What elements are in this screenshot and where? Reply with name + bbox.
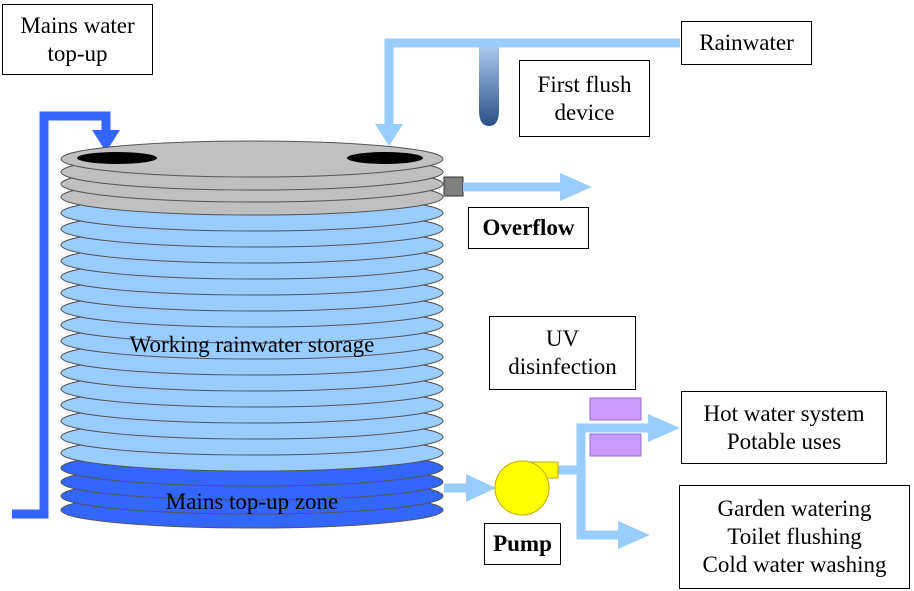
mains-inlet-hole bbox=[77, 152, 157, 164]
tank-rings bbox=[60, 153, 444, 529]
label-uv-disinfection: UV disinfection bbox=[489, 316, 636, 390]
label-overflow: Overflow bbox=[468, 207, 589, 249]
overflow-arrow bbox=[463, 173, 592, 201]
label-pump: Pump bbox=[484, 523, 561, 565]
tank-to-pump-arrow bbox=[444, 474, 496, 502]
distribution-pipes bbox=[556, 414, 680, 549]
pump bbox=[494, 460, 559, 516]
uv-unit bbox=[589, 397, 642, 457]
label-non-potable-uses: Garden watering Toilet flushing Cold wat… bbox=[679, 485, 910, 589]
tank-topup-zone-label: Mains top-up zone bbox=[165, 489, 339, 514]
label-mains-water-top-up: Mains water top-up bbox=[2, 4, 153, 75]
label-rainwater: Rainwater bbox=[681, 21, 812, 65]
rainwater-pipe bbox=[375, 38, 680, 146]
label-first-flush-device: First flush device bbox=[519, 60, 650, 137]
label-hot-water-potable: Hot water system Potable uses bbox=[681, 391, 887, 464]
tank-storage-label: Working rainwater storage bbox=[129, 332, 375, 357]
first-flush-device bbox=[479, 47, 499, 126]
rainwater-tank bbox=[60, 140, 464, 529]
mains-water-pipe bbox=[12, 111, 120, 519]
overflow-outlet bbox=[443, 176, 464, 197]
tank-lid bbox=[60, 140, 444, 178]
rainwater-inlet-hole bbox=[347, 152, 423, 164]
